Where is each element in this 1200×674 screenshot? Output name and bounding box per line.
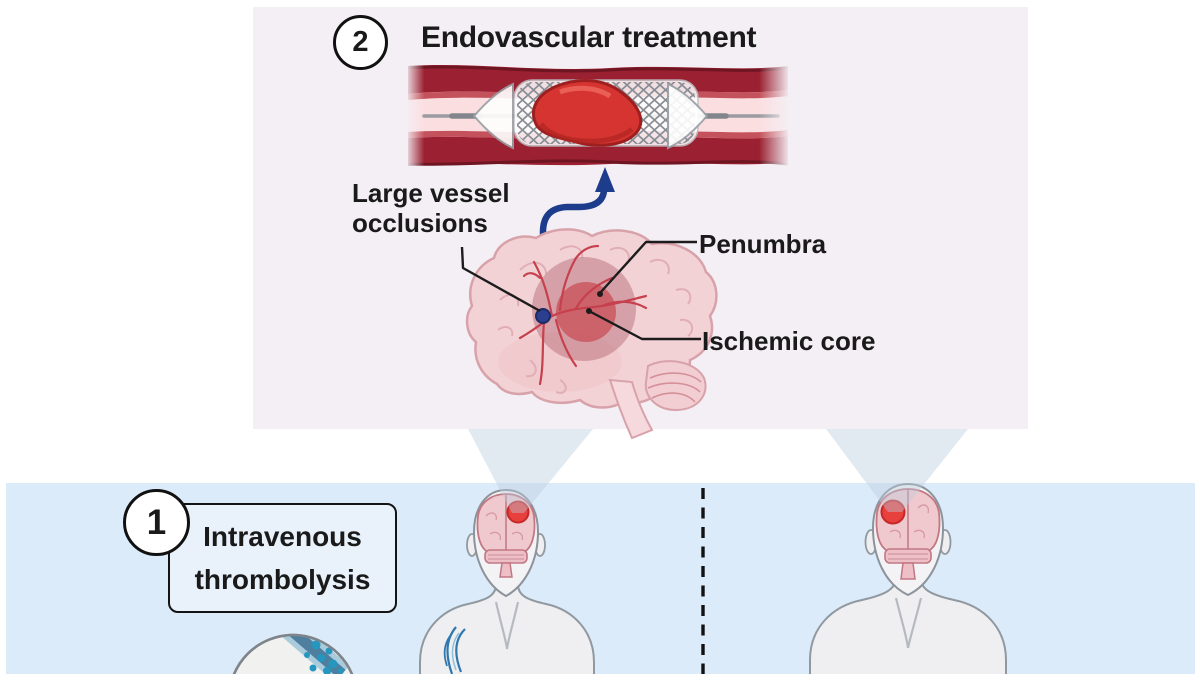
brain-frontal-left (476, 493, 536, 578)
step-2-badge: 2 (333, 15, 388, 70)
clot-highlight (559, 85, 612, 99)
drug-magnifier-circle (232, 633, 354, 674)
vessel-illustration (407, 65, 789, 166)
stroke-spot-left (506, 500, 530, 524)
collar-left (494, 601, 520, 650)
brain-frontal-right (875, 488, 941, 580)
leader-line-core (588, 309, 701, 341)
occlusion-dot-icon (535, 308, 551, 324)
patient-figure-left (419, 488, 595, 674)
step-1-badge: 1 (123, 489, 190, 556)
stroke-spot-right (880, 499, 906, 525)
leader-line-penumbra (599, 240, 697, 294)
leader-dot-core (586, 308, 592, 314)
magnification-cone-right (826, 429, 968, 512)
balloon-cone-right (667, 82, 709, 150)
brainstem (608, 378, 654, 440)
label-large-vessel-occlusions: Large vessel occlusions (352, 178, 510, 239)
step-1-number: 1 (146, 502, 167, 542)
step-2-number: 2 (352, 26, 369, 58)
endovascular-title: Endovascular treatment (421, 21, 757, 54)
arm-veins (443, 626, 466, 674)
brain-arteries (518, 244, 648, 386)
label-penumbra: Penumbra (699, 229, 827, 259)
curved-arrow-icon (539, 167, 615, 302)
clot-shadow (539, 122, 634, 144)
vessel-edge-top (407, 65, 789, 73)
collar-right (894, 597, 923, 649)
leader-line-occlusions (460, 246, 541, 313)
vessel-edge-bottom (407, 159, 789, 166)
ischemic-core-region (556, 282, 616, 342)
arrowhead (595, 167, 615, 192)
balloon-cone-left (472, 82, 514, 150)
leader-dot-penumbra (597, 291, 603, 297)
leader-lines (460, 240, 701, 341)
magnification-cone-left (468, 429, 593, 513)
patient-figure-right (809, 482, 1007, 674)
thrombolysis-label-box: Intravenous thrombolysis (168, 503, 397, 613)
label-ischemic-core: Ischemic core (702, 326, 876, 356)
cerebellum-stripes (647, 372, 702, 403)
thrombolysis-label: Intravenous thrombolysis (194, 520, 371, 595)
brain-illustration (465, 228, 718, 440)
